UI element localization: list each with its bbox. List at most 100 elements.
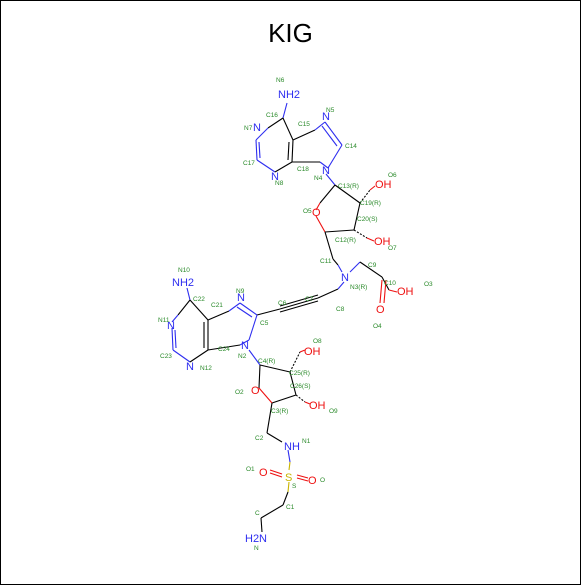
atom-label: N — [254, 545, 259, 552]
bond-line — [315, 202, 321, 211]
hydroxyl-atom: OH — [309, 400, 326, 412]
bond-line — [315, 215, 326, 233]
bond-line — [174, 329, 177, 349]
atom-label: O9 — [329, 408, 338, 415]
bond-line — [239, 339, 250, 346]
bond-line — [260, 517, 263, 533]
bond-line — [288, 461, 291, 471]
atom-label: O4 — [373, 323, 382, 330]
atom-label: C8 — [336, 306, 345, 313]
bond-line — [248, 314, 258, 341]
ring-n-atom: N — [322, 111, 330, 123]
atom-label: C13(R) — [338, 183, 359, 190]
atom-label: C23 — [160, 353, 172, 360]
tertiary-amine-atom: N — [341, 272, 349, 284]
bond-line — [388, 289, 398, 293]
ring-o-atom: O — [312, 207, 321, 219]
bond-line — [292, 129, 316, 141]
bond-line — [319, 184, 336, 204]
bond-line — [359, 189, 371, 204]
bond-line — [324, 231, 334, 260]
atom-label: C16 — [266, 112, 278, 119]
atom-label: N9 — [236, 288, 245, 295]
atom-label: C17 — [243, 160, 255, 167]
bond-line — [189, 349, 209, 363]
bottom-adenine-labels: N10 C22 N9 C21 N11 C5 C24 C23 N12 N2 — [158, 267, 269, 372]
bond-line — [239, 302, 258, 316]
atom-label: C4(R) — [258, 358, 275, 365]
atom-label: N11 — [158, 317, 170, 324]
bond-line — [296, 474, 309, 479]
atom-label: C25(R) — [289, 370, 310, 377]
bond-line — [282, 491, 289, 506]
ring-n-atom: N — [322, 165, 330, 177]
atom-label: C11 — [320, 258, 332, 265]
bond-line — [289, 351, 301, 373]
ring-n-atom: N — [167, 320, 175, 332]
top-ribose-labels: C13(R) O6 C19(R) O5 C20(S) C12(R) O7 — [303, 172, 397, 252]
atom-label: O5 — [303, 208, 312, 215]
top-adenine-atoms: NH2 N N N N — [253, 89, 330, 183]
molecule-title: KIG — [268, 18, 313, 48]
atom-label: O2 — [235, 389, 244, 396]
bond-line — [236, 306, 253, 318]
bond-line — [256, 159, 276, 173]
atom-label: C10 — [384, 280, 396, 287]
bond-line — [349, 261, 361, 273]
atom-label: N3(R) — [350, 284, 367, 291]
bond-line — [321, 125, 338, 147]
linker-bonds — [256, 258, 398, 316]
atom-label: C7 — [305, 296, 314, 303]
ring-n-atom: N — [253, 122, 261, 134]
atom-label: C — [255, 510, 260, 517]
linker-labels: C11 N3(R) C9 C10 O3 O4 C6 C7 C8 — [278, 258, 433, 330]
top-adenine-labels: N6 C16 N7 C15 N5 C14 C17 C18 N8 N4 — [243, 77, 357, 187]
atom-label: C3(R) — [271, 408, 288, 415]
bond-line — [186, 287, 191, 301]
bond-line — [314, 121, 326, 131]
carbonyl-o-atom: O — [376, 304, 385, 316]
bond-line — [260, 504, 284, 519]
bond-line — [369, 185, 376, 191]
atom-label: C19(R) — [360, 200, 381, 207]
atom-label: C14 — [345, 143, 357, 150]
bond-line — [177, 299, 191, 316]
bond-line — [269, 472, 283, 478]
bond-line — [279, 300, 319, 313]
atom-label: O8 — [313, 338, 322, 345]
bond-line — [287, 449, 291, 463]
bond-line — [317, 288, 339, 299]
bond-line — [255, 139, 258, 161]
sulfonyl-o-atom: O — [308, 475, 317, 487]
bond-line — [271, 394, 297, 404]
sulfonyl-o-atom: O — [259, 467, 268, 479]
atom-label: C24 — [218, 346, 230, 353]
ring-n-atom: N — [241, 340, 249, 352]
bond-line — [189, 299, 209, 321]
bond-line — [171, 327, 174, 351]
bond-line — [304, 401, 311, 405]
bond-line — [324, 229, 355, 233]
bond-line — [296, 477, 309, 482]
atom-label: C1 — [286, 504, 295, 511]
sulfonamide-nh-atom: NH — [284, 441, 300, 453]
bond-line — [332, 258, 339, 266]
atom-label: O6 — [388, 172, 397, 179]
ring-n-atom: N — [237, 292, 245, 304]
hydroxyl-atom: OH — [375, 179, 392, 191]
sulfonamide-bonds — [260, 449, 309, 533]
bond-line — [258, 364, 261, 389]
ring-n-atom: N — [271, 171, 279, 183]
bond-line — [289, 371, 297, 396]
bond-line — [383, 279, 387, 304]
bond-line — [325, 173, 336, 186]
bottom-ribose-bonds — [248, 349, 311, 443]
bond-line — [337, 281, 345, 290]
hydroxyl-atom: OH — [374, 236, 391, 248]
bond-line — [256, 308, 281, 316]
bond-line — [266, 432, 283, 443]
atom-label: O1 — [246, 466, 255, 473]
top-adenine-bonds — [255, 102, 343, 173]
atom-label: C20(S) — [357, 216, 378, 223]
